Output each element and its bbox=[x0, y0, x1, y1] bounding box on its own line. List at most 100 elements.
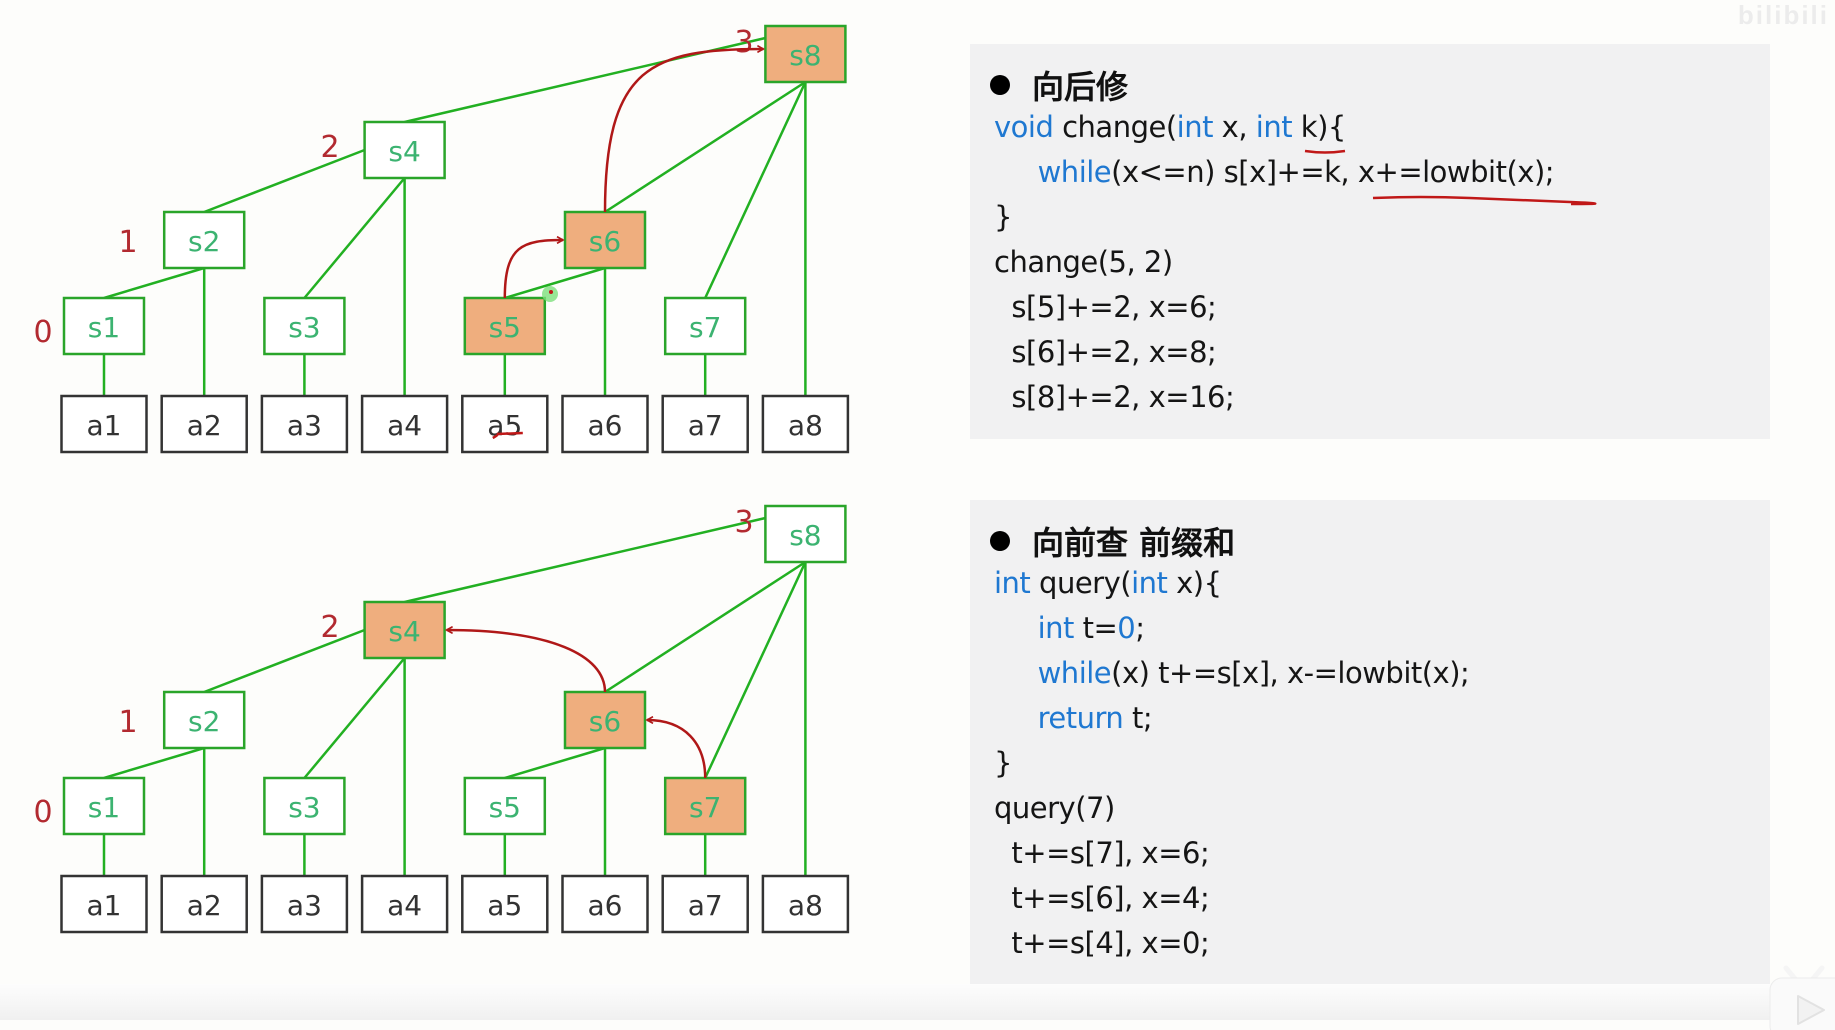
tree-node-label: s1 bbox=[88, 311, 120, 344]
tree-node-label: s8 bbox=[789, 519, 821, 552]
code-line: while(x<=n) s[x]+=k, x+=lowbit(x); bbox=[994, 155, 1555, 189]
update-path-arrow bbox=[447, 630, 607, 693]
code-line: t+=s[4], x=0; bbox=[994, 926, 1209, 960]
update-path-arrow bbox=[603, 49, 763, 213]
array-node-label: a8 bbox=[788, 409, 823, 442]
code-text: query(7) bbox=[994, 791, 1115, 825]
tree-node-s7: s7 bbox=[663, 776, 747, 836]
edge-line bbox=[604, 560, 807, 694]
array-node-a6: a6 bbox=[561, 874, 649, 934]
code-line: s[6]+=2, x=8; bbox=[994, 335, 1216, 369]
tree-node-s1: s1 bbox=[62, 776, 146, 836]
red-underline-annotations bbox=[1304, 149, 1597, 206]
array-node-label: a4 bbox=[387, 889, 422, 922]
edge-line bbox=[203, 148, 366, 214]
code-line: query(7) bbox=[994, 791, 1115, 825]
array-node-a7: a7 bbox=[661, 874, 749, 934]
code-line: t+=s[6], x=4; bbox=[994, 881, 1209, 915]
tree-node-s8: s8 bbox=[764, 504, 847, 564]
update-heading: 向后修 bbox=[990, 62, 1128, 108]
code-keyword: while bbox=[1037, 656, 1112, 690]
array-node-label: a8 bbox=[788, 889, 823, 922]
tree-node-s6: s6 bbox=[563, 210, 647, 270]
tree-node-label: s7 bbox=[689, 311, 721, 344]
tree-node-s2: s2 bbox=[162, 690, 246, 750]
tree-node-label: s1 bbox=[88, 791, 120, 824]
query-heading-text: 向前查 前缀和 bbox=[1032, 524, 1236, 562]
code-text: (x<=n) s[x]+=k, x+=lowbit(x); bbox=[1111, 155, 1555, 189]
array-node-a1: a1 bbox=[60, 394, 148, 454]
code-text bbox=[994, 656, 1038, 690]
code-line: change(5, 2) bbox=[994, 245, 1173, 279]
edge-line bbox=[604, 80, 807, 214]
edge-line bbox=[704, 81, 807, 299]
update-path-arrow bbox=[503, 240, 563, 299]
tree-node-label: s5 bbox=[489, 791, 521, 824]
underline-lowbit bbox=[1372, 195, 1597, 206]
code-keyword: return bbox=[1037, 701, 1124, 735]
code-line: t+=s[7], x=6; bbox=[994, 836, 1209, 870]
code-text: t+=s[4], x=0; bbox=[994, 926, 1210, 960]
array-node-label: a3 bbox=[287, 889, 322, 922]
code-line: void change(int x, int k){ bbox=[994, 110, 1346, 144]
tree-node-s4: s4 bbox=[363, 120, 446, 180]
edge-line bbox=[404, 516, 766, 604]
tree-node-s8: s8 bbox=[764, 24, 847, 84]
update-path-arrow bbox=[647, 720, 707, 779]
code-text: x){ bbox=[1167, 566, 1222, 600]
level-label: 0 bbox=[33, 315, 52, 350]
edge-line bbox=[504, 266, 606, 300]
array-node-label: a7 bbox=[688, 889, 723, 922]
array-node-label: a3 bbox=[287, 409, 322, 442]
array-node-label: a2 bbox=[187, 889, 222, 922]
edge-line bbox=[504, 746, 606, 780]
tree-node-label: s8 bbox=[789, 39, 821, 72]
edge-line bbox=[103, 266, 205, 300]
tree-node-s1: s1 bbox=[62, 296, 146, 356]
code-text: ; bbox=[1135, 611, 1145, 645]
array-node-a7: a7 bbox=[661, 394, 749, 454]
tree-node-s3: s3 bbox=[263, 296, 346, 356]
tree-node-s5: s5 bbox=[463, 776, 547, 836]
tree-node-s3: s3 bbox=[263, 776, 346, 836]
video-control-bar[interactable] bbox=[0, 984, 1835, 1020]
tree-node-label: s6 bbox=[589, 705, 621, 738]
code-line: s[8]+=2, x=16; bbox=[994, 380, 1234, 414]
edge-line bbox=[303, 177, 406, 299]
code-keyword: while bbox=[1037, 155, 1112, 189]
bullet-dot-icon bbox=[990, 531, 1010, 551]
code-text: t; bbox=[1123, 701, 1153, 735]
tree-node-label: s4 bbox=[388, 615, 420, 648]
array-node-a8: a8 bbox=[761, 394, 850, 454]
code-keyword: int bbox=[1037, 611, 1075, 645]
code-text: k){ bbox=[1292, 110, 1347, 144]
code-text: t+=s[7], x=6; bbox=[994, 836, 1210, 870]
array-node-a5: a5 bbox=[461, 394, 549, 454]
tree-node-label: s2 bbox=[188, 705, 220, 738]
code-text: x, bbox=[1212, 110, 1256, 144]
tree-node-label: s5 bbox=[489, 311, 521, 344]
code-text: t= bbox=[1073, 611, 1118, 645]
level-label: 3 bbox=[734, 505, 753, 540]
edge-line bbox=[203, 628, 366, 694]
code-text: s[5]+=2, x=6; bbox=[994, 290, 1217, 324]
tree-node-s4: s4 bbox=[363, 600, 446, 660]
array-node-a3: a3 bbox=[260, 874, 349, 934]
level-label: 1 bbox=[118, 225, 137, 260]
code-keyword: int bbox=[1131, 566, 1168, 600]
array-node-a5: a5 bbox=[461, 874, 549, 934]
code-line: return t; bbox=[994, 701, 1153, 735]
update-code-panel: 向后修 void change(int x, int k){ while(x<=… bbox=[970, 44, 1770, 439]
code-text: change(5, 2) bbox=[994, 245, 1173, 279]
code-line: } bbox=[994, 746, 1012, 780]
array-node-a6: a6 bbox=[561, 394, 649, 454]
array-node-label: a6 bbox=[588, 889, 623, 922]
code-text: change( bbox=[1053, 110, 1177, 144]
code-line: s[5]+=2, x=6; bbox=[994, 290, 1216, 324]
code-keyword: 0 bbox=[1117, 611, 1136, 645]
level-label: 3 bbox=[734, 25, 753, 60]
level-label: 0 bbox=[33, 795, 52, 830]
tv-play-icon[interactable] bbox=[1764, 960, 1835, 1030]
code-line: while(x) t+=s[x], x-=lowbit(x); bbox=[994, 656, 1470, 690]
